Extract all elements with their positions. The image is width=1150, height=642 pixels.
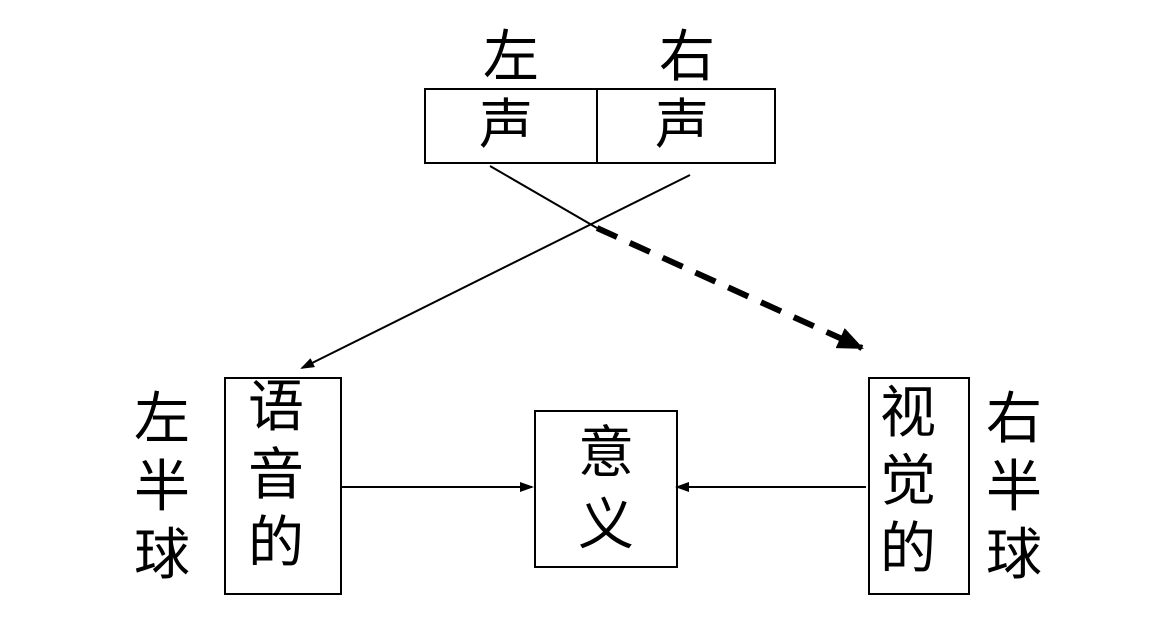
left-hemisphere-label: 左 半 球: [134, 387, 190, 588]
right-ear-cell: 声: [655, 93, 709, 156]
visual-box-text: 视 觉 的: [880, 381, 936, 582]
ears-box: 声 声: [424, 88, 776, 164]
ears-box-divider: [596, 90, 598, 162]
visual-box: [868, 377, 970, 595]
left-heading: 左: [483, 25, 539, 90]
right-hemisphere-label: 右 半 球: [986, 387, 1042, 588]
meaning-box-text: 意 义: [578, 421, 634, 558]
left-ear-to-right-hemisphere-dashed-line: [595, 225, 864, 351]
meaning-box: [534, 410, 678, 568]
right-ear-to-left-hemisphere-line: [300, 174, 691, 369]
left-ear-crossing-line: [489, 165, 598, 229]
left-ear-cell: 声: [479, 93, 533, 156]
right-heading: 右: [659, 25, 715, 90]
phonetic-box-text: 语 音 的: [248, 375, 304, 576]
phonetic-box: [224, 377, 342, 595]
